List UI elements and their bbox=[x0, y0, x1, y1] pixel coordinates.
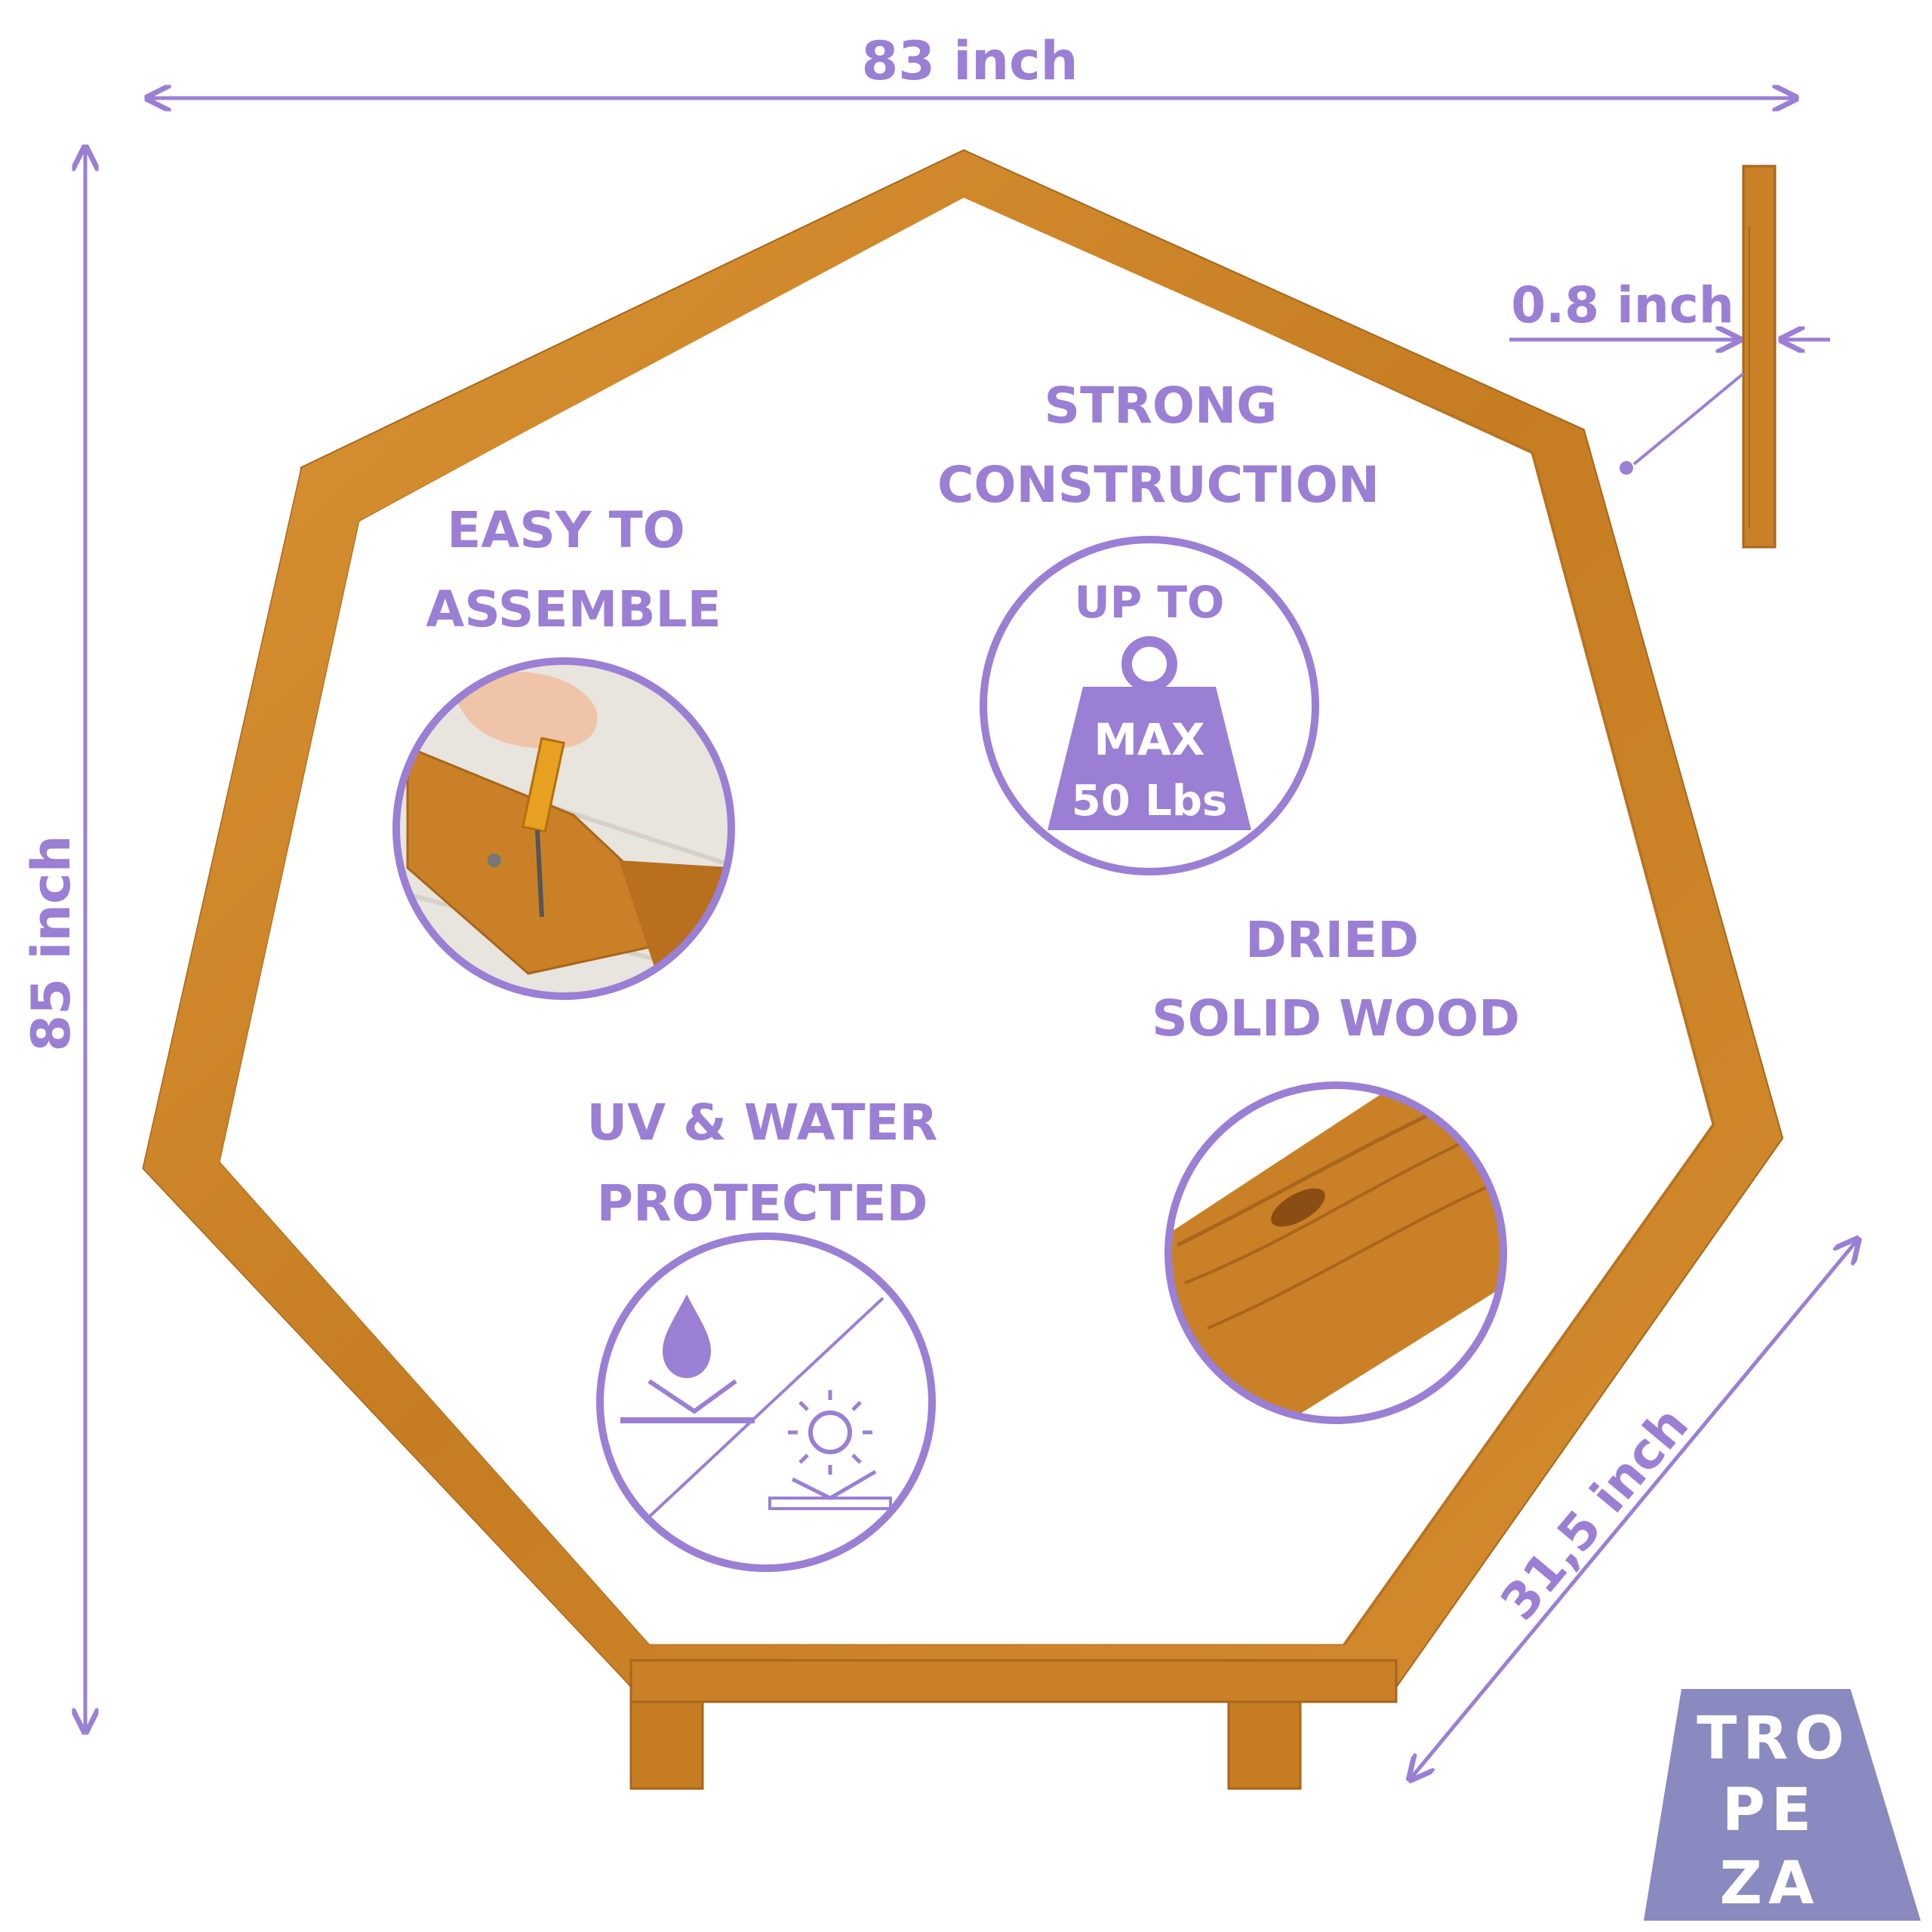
weight-line3: 50 Lbs bbox=[1072, 777, 1228, 826]
thickness-pointer-dot bbox=[1620, 461, 1633, 475]
height-label: 85 inch bbox=[20, 835, 82, 1052]
dried-line2: SOLID WOOD bbox=[1152, 989, 1520, 1048]
wood-closeup-photo bbox=[1164, 1081, 1507, 1424]
side-view-plank bbox=[1742, 165, 1777, 549]
logo-row1: TRO bbox=[1697, 1705, 1850, 1773]
easy-line1: EASY TO bbox=[447, 501, 685, 559]
uv-water-badge bbox=[596, 1232, 936, 1572]
easy-line2: ASSEMBLE bbox=[426, 580, 721, 638]
assembly-photo bbox=[392, 657, 735, 1000]
tropeza-logo: TRO PE ZA bbox=[1644, 1689, 1921, 1921]
weight-line2: MAX bbox=[1094, 714, 1204, 765]
logo-row3: ZA bbox=[1720, 1850, 1820, 1918]
thickness-label: 0.8 inch bbox=[1511, 276, 1734, 334]
weight-icon bbox=[1048, 636, 1251, 830]
width-label: 83 inch bbox=[862, 30, 1078, 92]
water-drop-icon bbox=[620, 1294, 755, 1423]
thickness-pointer bbox=[1632, 372, 1745, 466]
dimension-arrows bbox=[85, 98, 1858, 1780]
uv-line1: UV & WATER bbox=[587, 1094, 938, 1152]
strong-line2: CONSTRUCTION bbox=[937, 456, 1380, 514]
sun-icon bbox=[768, 1390, 892, 1510]
logo-row2: PE bbox=[1722, 1777, 1817, 1844]
uv-line2: PROTECTED bbox=[597, 1174, 928, 1232]
weight-badge: UP TO MAX 50 Lbs bbox=[980, 536, 1319, 875]
strong-line1: STRONG bbox=[1044, 377, 1278, 435]
bottom-beam bbox=[629, 1659, 1398, 1703]
side-arrow bbox=[1410, 1239, 1858, 1780]
weight-line1: UP TO bbox=[1075, 577, 1225, 628]
dried-line1: DRIED bbox=[1245, 911, 1419, 969]
